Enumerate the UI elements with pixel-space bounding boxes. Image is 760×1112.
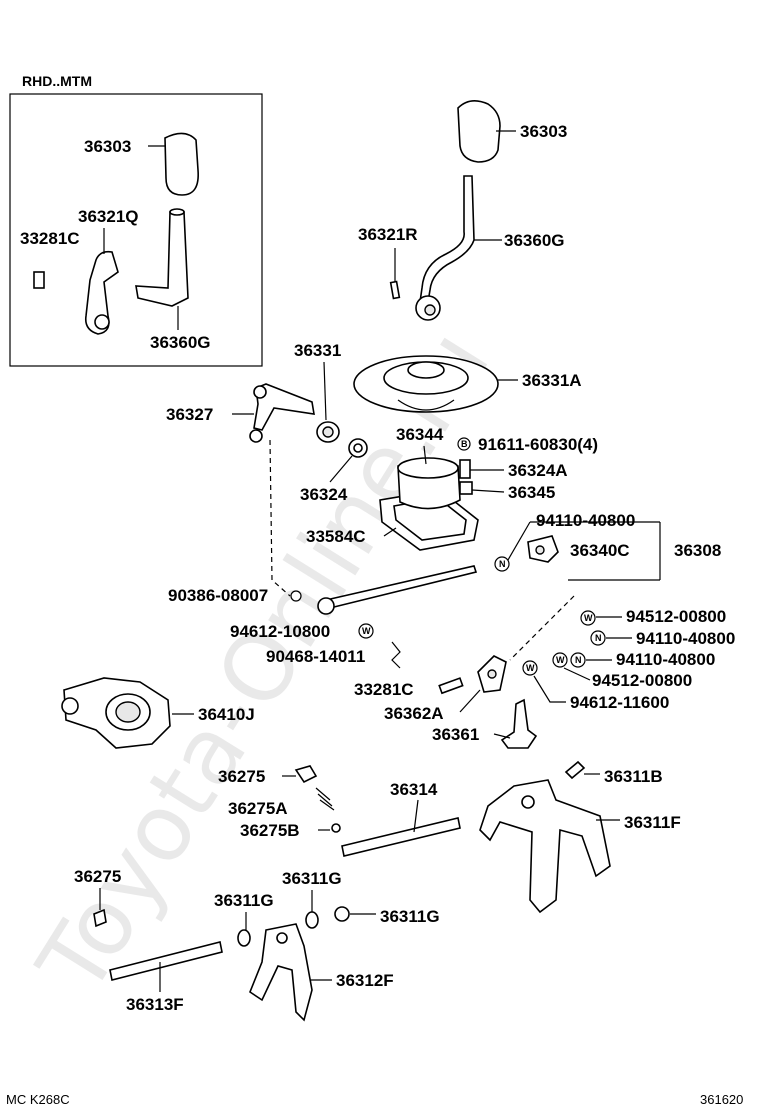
label-36362A[interactable]: 36362A (384, 704, 444, 723)
label-90468[interactable]: 90468-14011 (266, 647, 365, 666)
label-36331A[interactable]: 36331A (522, 371, 582, 390)
svg-text:N: N (575, 655, 582, 665)
label-36275[interactable]: 36275 (218, 767, 265, 786)
bolt-symbol-91611: B (457, 437, 471, 451)
svg-text:W: W (556, 655, 565, 665)
pin-36321R[interactable] (389, 280, 401, 300)
label-36275A[interactable]: 36275A (228, 799, 288, 818)
label-36344[interactable]: 36344 (396, 425, 444, 444)
nut-symbol-94110b: N (590, 630, 606, 646)
label-36312F[interactable]: 36312F (336, 971, 394, 990)
label-36303[interactable]: 36303 (520, 122, 567, 141)
label-36314[interactable]: 36314 (390, 780, 438, 799)
inset-pin-33281C[interactable] (33, 271, 45, 289)
cover-group: 36410J (61, 677, 255, 749)
select-lever-36327[interactable] (253, 383, 315, 431)
label-36275B[interactable]: 36275B (240, 821, 300, 840)
inner-lever-group: 33281C 36362A 36361 (354, 655, 538, 749)
pin-36311B[interactable] (564, 760, 586, 780)
label-36360G-inset[interactable]: 36360G (150, 333, 211, 352)
boot-group: 36331A (353, 355, 582, 413)
svg-text:W: W (584, 613, 593, 623)
shift-lever-group: 36303 36360G 36321R (358, 100, 567, 321)
label-36303-inset[interactable]: 36303 (84, 137, 131, 156)
spring-36275A[interactable] (315, 787, 335, 811)
label-94612b[interactable]: 94612-11600 (570, 693, 669, 712)
label-36311G-c[interactable]: 36311G (380, 907, 440, 926)
label-33584C[interactable]: 33584C (306, 527, 366, 546)
label-33281C[interactable]: 33281C (354, 680, 414, 699)
ring-36311G-b[interactable] (305, 911, 319, 929)
spacer-36345[interactable] (459, 481, 473, 495)
label-36275b[interactable]: 36275 (74, 867, 121, 886)
label-36321Q[interactable]: 36321Q (78, 207, 139, 226)
plug-36275b[interactable] (93, 908, 107, 928)
svg-text:N: N (595, 633, 602, 643)
fork-36312F[interactable] (249, 923, 313, 1022)
label-36327[interactable]: 36327 (166, 405, 213, 424)
label-36340C[interactable]: 36340C (570, 541, 630, 560)
label-36311B[interactable]: 36311B (604, 767, 663, 786)
shift-lever-36360G[interactable] (419, 175, 475, 303)
label-36308[interactable]: 36308 (674, 541, 721, 560)
washer-symbol-94612b: W (522, 660, 538, 676)
shaft-36314[interactable] (341, 817, 461, 857)
label-36345[interactable]: 36345 (508, 483, 555, 502)
label-36361[interactable]: 36361 (432, 725, 479, 744)
label-36360G[interactable]: 36360G (504, 231, 565, 250)
label-94110b[interactable]: 94110-40800 (636, 629, 735, 648)
pin-33281C[interactable] (438, 677, 464, 695)
shift-knob-36303[interactable] (457, 100, 501, 163)
label-90386[interactable]: 90386-08007 (168, 586, 268, 605)
label-36331[interactable]: 36331 (294, 341, 341, 360)
label-36311F[interactable]: 36311F (624, 813, 681, 832)
ring-36311G-a[interactable] (237, 929, 251, 947)
fastener-group: W 94512-00800 N 94110-40800 W N 94110-40… (509, 595, 735, 712)
fork-36311F[interactable] (479, 779, 611, 914)
select-lever-group: 36327 36331 36324 (166, 341, 368, 504)
bolt-36324A[interactable] (459, 459, 471, 479)
label-36313F[interactable]: 36313F (126, 995, 184, 1014)
housing-group: 36344 33584C B 91611-60830(4) 36324A 363… (306, 425, 598, 551)
label-36410J[interactable]: 36410J (198, 705, 255, 724)
lever-36361[interactable] (500, 698, 538, 749)
label-36311G-b[interactable]: 36311G (282, 869, 342, 888)
washer-symbol-94512a: W (580, 610, 596, 626)
inset-title: RHD..MTM (22, 73, 92, 89)
label-36324[interactable]: 36324 (300, 485, 348, 504)
label-94512a[interactable]: 94512-00800 (626, 607, 726, 626)
inset-frame (9, 93, 263, 367)
footer-left: MC K268C (6, 1092, 70, 1107)
svg-text:B: B (461, 439, 468, 449)
label-94612a[interactable]: 94612-10800 (230, 622, 330, 641)
inset-rhd-mtm: RHD..MTM 36303 36360G 36321Q 33281C (9, 73, 263, 367)
control-rod-group: 90386-08007 W 94612-10800 90468-14011 N … (168, 439, 721, 669)
fork-group: 36275 36275A 36275B 36314 36311B 36311F … (74, 760, 681, 1022)
ball-36275B[interactable] (331, 823, 341, 833)
label-91611[interactable]: 91611-60830(4) (478, 435, 598, 454)
inset-knob-36303[interactable] (164, 132, 199, 196)
footer-right: 361620 (700, 1092, 743, 1107)
svg-text:W: W (362, 626, 371, 636)
label-94110a[interactable]: 94110-40800 (536, 511, 635, 530)
label-36324A[interactable]: 36324A (508, 461, 568, 480)
label-94512b[interactable]: 94512-00800 (592, 671, 692, 690)
ring-36311G-c[interactable] (334, 906, 350, 922)
washer-symbol-94612a: W (358, 623, 374, 639)
label-33281C-inset[interactable]: 33281C (20, 229, 80, 248)
clip-90468[interactable] (391, 641, 401, 669)
label-94110c[interactable]: 94110-40800 (616, 650, 715, 669)
svg-text:W: W (526, 663, 535, 673)
svg-text:N: N (499, 559, 506, 569)
label-36321R[interactable]: 36321R (358, 225, 418, 244)
label-36311G-a[interactable]: 36311G (214, 891, 274, 910)
plug-36275[interactable] (294, 765, 318, 784)
inset-lever-36360G[interactable] (135, 211, 189, 307)
nut-symbol-94110a: N (494, 556, 510, 572)
shaft-36313F[interactable] (109, 941, 223, 981)
